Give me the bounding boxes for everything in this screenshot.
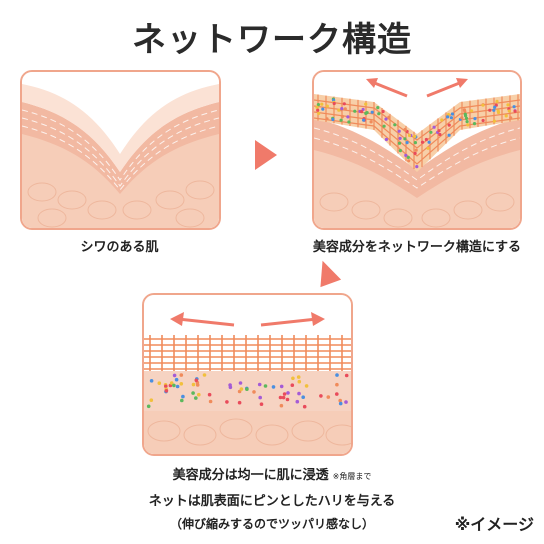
penetration-text: 美容成分は均一に肌に浸透 (172, 468, 329, 483)
network-structure-panel (312, 70, 522, 230)
stratum-note: ※角層まで (332, 472, 372, 481)
page-title: ネットワーク構造 (132, 20, 412, 60)
wrinkled-skin-caption: シワのある肌 (80, 240, 159, 255)
wrinkled-skin-illustration (22, 72, 219, 228)
arrow-right-icon (255, 140, 277, 170)
penetration-panel (142, 293, 353, 456)
wrinkled-skin-panel (20, 70, 221, 230)
bottom-line-1: 美容成分は均一に肌に浸透※角層まで (0, 464, 544, 483)
bottom-line-3: （伸び縮みするのでツッパリ感なし） (169, 517, 374, 531)
penetration-illustration (144, 295, 351, 454)
image-note: ※イメージ (454, 515, 534, 534)
network-caption: 美容成分をネットワーク構造にする (312, 240, 522, 255)
bottom-line-2: ネットは肌表面にピンとしたハリを与える (148, 494, 396, 509)
arrow-up-left-icon (320, 260, 342, 288)
network-illustration (314, 72, 520, 228)
